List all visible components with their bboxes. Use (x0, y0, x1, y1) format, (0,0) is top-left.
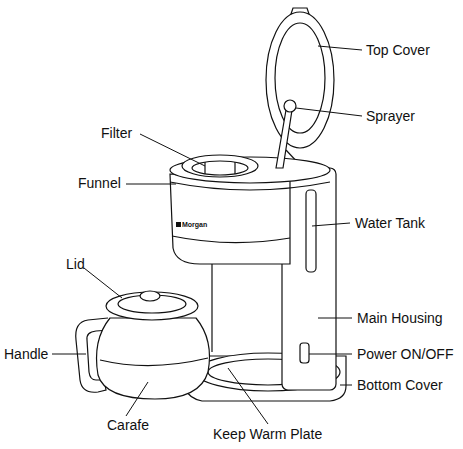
sprayer-arm (276, 110, 292, 168)
leader-line (126, 382, 148, 416)
filter-inner (192, 161, 248, 175)
carafe-band (100, 358, 208, 366)
leader-line (312, 223, 350, 226)
water-tank-window (306, 190, 316, 272)
leader-line (228, 368, 268, 424)
stand-line (211, 264, 212, 352)
top-cover (266, 12, 334, 148)
part-label: Top Cover (366, 41, 430, 59)
top-cover-inner (275, 23, 325, 133)
leader-line (318, 46, 362, 50)
part-label: Sprayer (366, 107, 415, 125)
leader-line (52, 354, 86, 355)
part-label: Filter (101, 124, 132, 142)
lid-knob (140, 291, 160, 301)
funnel-band (172, 236, 290, 243)
filter-rib (234, 162, 235, 174)
rim-edge (170, 182, 330, 190)
part-label: Water Tank (355, 214, 425, 232)
part-label: Bottom Cover (357, 376, 443, 394)
carafe-body (97, 318, 210, 399)
leader-line (296, 108, 362, 116)
brand-label: Morgan (182, 220, 207, 229)
filter-rib (204, 162, 205, 174)
leader-line (126, 184, 176, 185)
filter-basket (182, 155, 258, 177)
leader-line (318, 318, 352, 319)
part-label: Carafe (107, 416, 149, 434)
leader-line (340, 385, 352, 386)
leader-line (84, 268, 122, 298)
part-label: Keep Warm Plate (213, 425, 322, 443)
leader-lines (52, 46, 362, 424)
part-label: Funnel (78, 174, 121, 192)
part-label: Main Housing (357, 309, 443, 327)
power-switch (300, 343, 309, 363)
sprayer-head (284, 100, 296, 112)
part-label: Handle (4, 345, 48, 363)
part-label: Power ON/OFF (357, 345, 453, 363)
funnel-body (170, 174, 290, 264)
leader-line (309, 354, 352, 355)
brand-logo-mark (176, 222, 181, 227)
part-label: Lid (66, 255, 85, 273)
leader-line (140, 134, 205, 166)
